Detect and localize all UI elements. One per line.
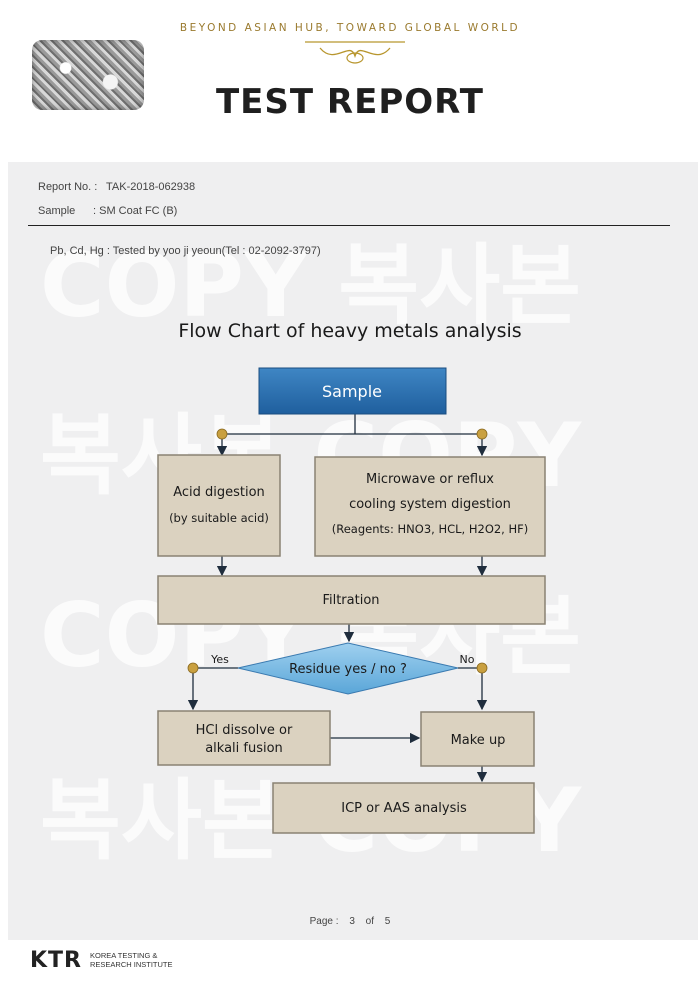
microwave-reagents: (Reagents: HNO3, HCL, H2O2, HF) bbox=[332, 522, 529, 536]
flowchart-title: Flow Chart of heavy metals analysis bbox=[178, 320, 522, 342]
copy-watermark: COPY 복사본 bbox=[40, 234, 582, 337]
no-label: No bbox=[460, 653, 475, 666]
junction-dot bbox=[476, 428, 488, 440]
hologram-seal bbox=[32, 40, 144, 110]
page-number: Page : 3 of 5 bbox=[0, 916, 700, 927]
sample-label: Sample bbox=[38, 205, 76, 217]
acid-digestion-box bbox=[157, 454, 281, 557]
icp-aas-box bbox=[272, 782, 535, 834]
hcl-dissolve-box bbox=[157, 710, 331, 766]
junction-dot bbox=[216, 428, 228, 440]
sample-label: Sample bbox=[322, 382, 382, 401]
yes-label: Yes bbox=[210, 653, 229, 666]
make-up-box bbox=[420, 711, 535, 767]
report-title: TEST REPORT bbox=[215, 82, 484, 122]
filtration-box bbox=[157, 575, 546, 625]
junction-dot bbox=[476, 662, 488, 674]
hcl-dissolve-label-2: alkali fusion bbox=[205, 741, 283, 756]
microwave-label-1: Microwave or reflux bbox=[366, 472, 494, 487]
make-up-label: Make up bbox=[451, 733, 506, 748]
header-tagline: BEYOND ASIAN HUB, TOWARD GLOBAL WORLD bbox=[179, 22, 521, 34]
microwave-label-2: cooling system digestion bbox=[349, 497, 511, 512]
report-no-label: Report No. : bbox=[38, 181, 98, 193]
icp-aas-label: ICP or AAS analysis bbox=[341, 801, 467, 816]
filtration-label: Filtration bbox=[322, 593, 379, 608]
header-divider bbox=[28, 225, 670, 226]
acid-digestion-label: Acid digestion bbox=[173, 485, 265, 500]
hcl-dissolve-label-1: HCl dissolve or bbox=[196, 723, 293, 738]
sample-box bbox=[258, 367, 447, 415]
page-label: Page : bbox=[309, 916, 339, 927]
page-current: 3 bbox=[349, 916, 355, 927]
ktr-logo: KTR bbox=[30, 948, 82, 973]
gold-ornament bbox=[305, 41, 405, 64]
microwave-digestion-box bbox=[314, 456, 546, 557]
page-total: 5 bbox=[384, 916, 391, 927]
junction-dot bbox=[187, 662, 199, 674]
ktr-org-line-1: KOREA TESTING & bbox=[90, 951, 158, 960]
acid-digestion-sub: (by suitable acid) bbox=[169, 511, 269, 525]
residue-decision-label: Residue yes / no ? bbox=[289, 662, 407, 677]
ktr-org-line-2: RESEARCH INSTITUTE bbox=[90, 960, 173, 969]
tested-by-note: Pb, Cd, Hg : Tested by yoo ji yeoun(Tel … bbox=[50, 245, 321, 257]
ktr-org-name: KOREA TESTING & RESEARCH INSTITUTE bbox=[90, 951, 173, 969]
sample-value: : SM Coat FC (B) bbox=[93, 205, 178, 217]
report-no-value: TAK-2018-062938 bbox=[106, 181, 196, 193]
residue-decision-diamond bbox=[237, 642, 459, 695]
page-of: of bbox=[365, 916, 375, 927]
